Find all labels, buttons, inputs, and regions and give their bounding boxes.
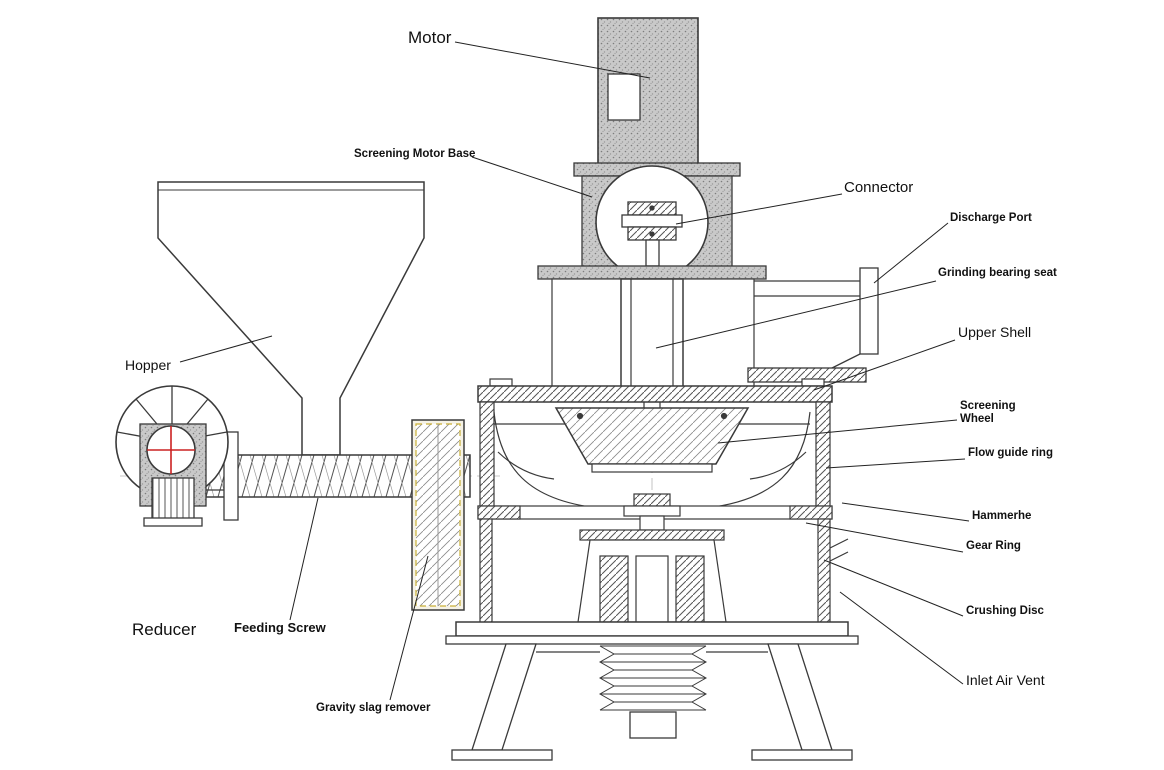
label-gravity-slag-remover: Gravity slag remover xyxy=(316,702,431,714)
lower-body-shape xyxy=(479,518,849,624)
upper-shell-shape xyxy=(477,378,833,519)
leader-grinding-bearing-seat xyxy=(655,280,937,349)
gear-ring-shape xyxy=(477,493,833,531)
leader-lines xyxy=(179,41,970,701)
leader-discharge-port xyxy=(873,222,949,284)
label-crushing-disc: Crushing Disc xyxy=(966,605,1044,617)
label-gear-ring: Gear Ring xyxy=(966,540,1021,552)
leader-screening-wheel xyxy=(717,419,958,444)
leader-hammerhead xyxy=(841,502,970,522)
leader-connector xyxy=(675,193,843,225)
label-upper-shell: Upper Shell xyxy=(958,324,1032,340)
base-frame-shape xyxy=(445,621,859,761)
gravity-slag-remover-shape xyxy=(411,419,465,611)
discharge-port-shape xyxy=(747,267,879,383)
label-hammerhead: Hammerhe xyxy=(972,510,1032,522)
leader-motor xyxy=(454,41,651,79)
label-inlet-air-vent: Inlet Air Vent xyxy=(966,672,1045,688)
leader-crushing-disc xyxy=(823,559,964,617)
motor-shape xyxy=(537,17,767,280)
label-screening-wheel: Screening Wheel xyxy=(960,400,1016,426)
leader-inlet-air-vent xyxy=(839,591,964,685)
label-hopper: Hopper xyxy=(125,357,171,373)
label-feeding-screw: Feeding Screw xyxy=(234,620,326,635)
label-discharge-port: Discharge Port xyxy=(950,212,1032,224)
leader-upper-shell xyxy=(813,339,956,391)
leader-gear-ring xyxy=(805,522,964,553)
label-connector: Connector xyxy=(844,179,914,196)
leader-flow-guide-ring xyxy=(825,458,966,469)
leader-feeding-screw xyxy=(289,497,319,621)
label-screening-motor-base: Screening Motor Base xyxy=(354,148,476,160)
leader-gravity-slag-remover xyxy=(389,555,429,701)
label-flow-guide-ring: Flow guide ring xyxy=(968,447,1053,459)
label-grinding-bearing-seat: Grinding bearing seat xyxy=(938,267,1057,279)
reducer-shape xyxy=(115,385,229,527)
leader-hopper xyxy=(179,335,273,363)
label-motor: Motor xyxy=(408,28,452,47)
label-reducer: Reducer xyxy=(132,620,197,639)
leader-screening-motor-base xyxy=(471,156,593,198)
